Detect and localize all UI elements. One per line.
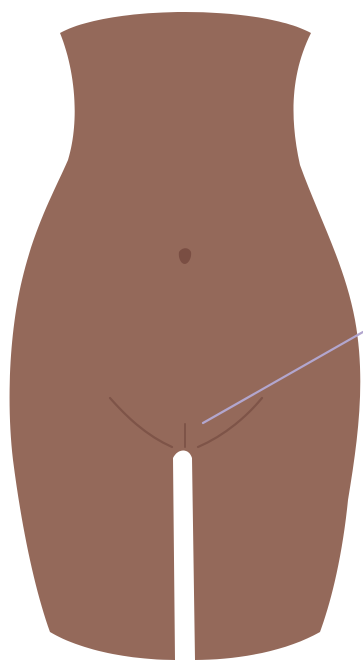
torso-silhouette [10,12,361,660]
